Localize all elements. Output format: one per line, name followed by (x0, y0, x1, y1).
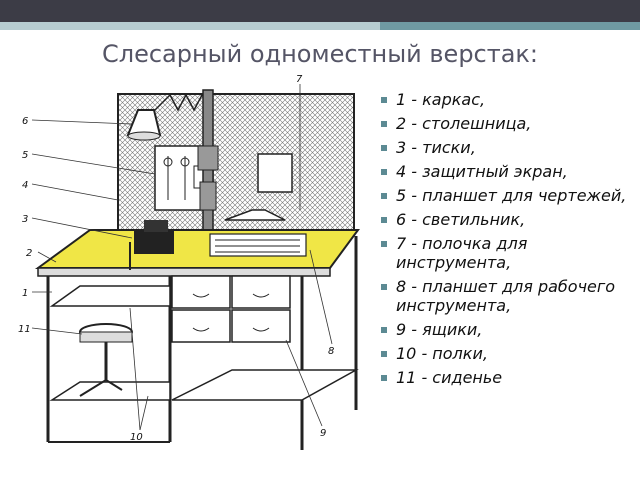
legend-item-text: 2 - столешница, (396, 114, 532, 133)
top-bar (0, 0, 640, 22)
bullet-icon (381, 351, 387, 357)
tool-shelf-stand (197, 89, 293, 239)
legend-item: 7 - полочка для инструмента, (378, 234, 638, 272)
callout-leaders (31, 84, 333, 431)
bullet-icon (381, 193, 387, 199)
drawers (171, 275, 291, 343)
bullet-icon (381, 121, 387, 127)
legend-item: 1 - каркас, (378, 90, 638, 109)
header-stripe-accent (380, 22, 640, 30)
callout-1: 1 (22, 288, 28, 299)
legend-item-text: 11 - сиденье (396, 368, 503, 387)
legend-list: 1 - каркас, 2 - столешница, 3 - тиски, 4… (378, 90, 638, 392)
legend-item: 3 - тиски, (378, 138, 638, 157)
bullet-icon (381, 169, 387, 175)
callout-labels: 1 2 3 4 5 6 7 8 9 10 11 (18, 74, 334, 443)
callout-10: 10 (130, 432, 143, 443)
bullet-icon (381, 327, 387, 333)
workbench-diagram: 1 2 3 4 5 6 7 8 9 10 11 (18, 74, 360, 450)
legend-item: 9 - ящики, (378, 320, 638, 339)
callout-9: 9 (320, 428, 326, 439)
bullet-icon (381, 375, 387, 381)
callout-8: 8 (328, 346, 334, 357)
header-stripe (0, 22, 640, 30)
callout-7: 7 (296, 74, 303, 85)
legend-item-text: 8 - планшет для рабочего инструмента, (396, 277, 616, 315)
tabletop (34, 229, 360, 277)
legend-item-text: 3 - тиски, (396, 138, 476, 157)
slide-title: Слесарный одноместный верстак: (101, 40, 539, 68)
legend-item-text: 9 - ящики, (396, 320, 483, 339)
legend-item-text: 10 - полки, (396, 344, 488, 363)
bullet-icon (381, 241, 387, 247)
legend-item: 4 - защитный экран, (378, 162, 638, 181)
legend-item: 10 - полки, (378, 344, 638, 363)
callout-3: 3 (22, 214, 28, 225)
legend-item: 11 - сиденье (378, 368, 638, 387)
legend-item-text: 6 - светильник, (396, 210, 526, 229)
callout-11: 11 (18, 324, 31, 335)
legend-item-text: 4 - защитный экран, (396, 162, 568, 181)
legend-item: 5 - планшет для чертежей, (378, 186, 638, 205)
callout-5: 5 (22, 150, 28, 161)
legend-item: 2 - столешница, (378, 114, 638, 133)
bullet-icon (381, 97, 387, 103)
legend-item: 8 - планшет для рабочего инструмента, (378, 277, 638, 315)
vise (129, 220, 174, 270)
legend-item-text: 1 - каркас, (396, 90, 486, 109)
callout-6: 6 (22, 116, 28, 127)
callout-4: 4 (22, 180, 28, 191)
callout-2: 2 (26, 248, 32, 259)
bullet-icon (381, 217, 387, 223)
bullet-icon (381, 145, 387, 151)
lamp (126, 93, 211, 141)
legend-item: 6 - светильник, (378, 210, 638, 229)
legend-item-text: 7 - полочка для инструмента, (396, 234, 528, 272)
tool-tablet (209, 233, 307, 257)
legend-item-text: 5 - планшет для чертежей, (396, 186, 627, 205)
bullet-icon (381, 284, 387, 290)
